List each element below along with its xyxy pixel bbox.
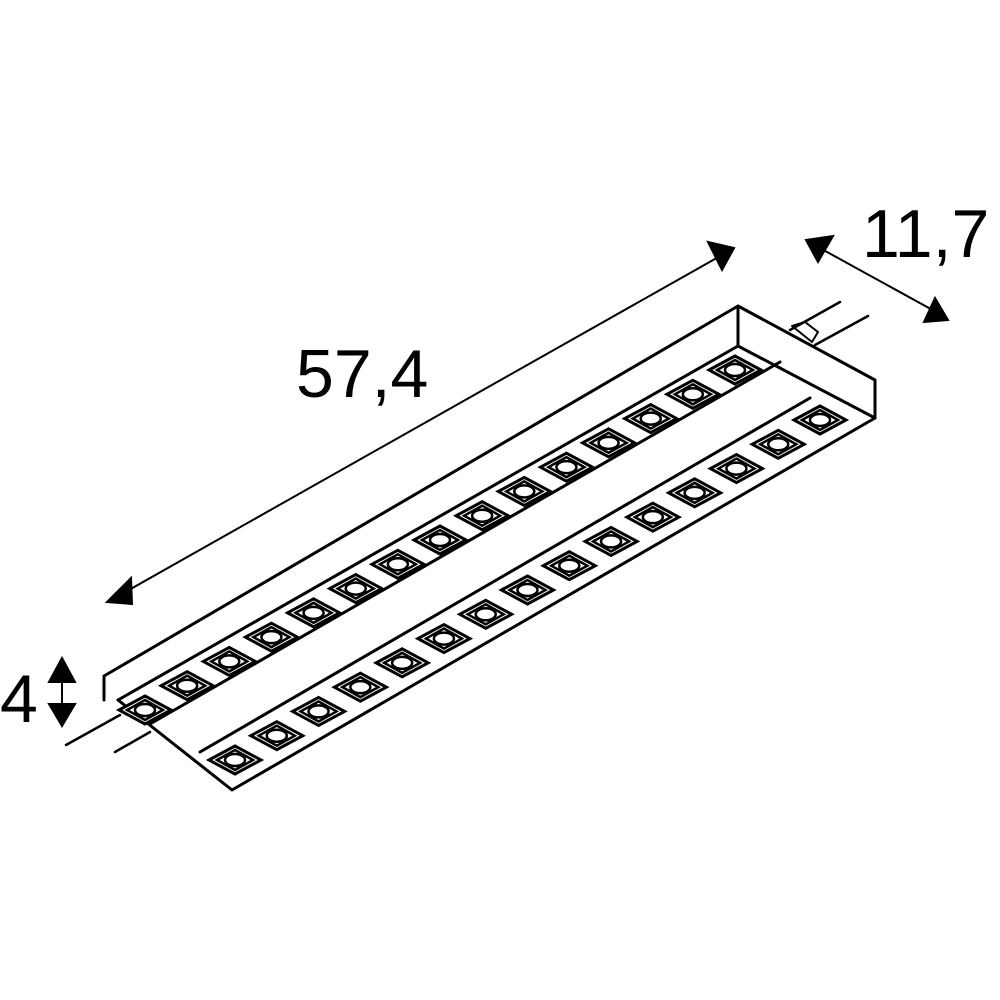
led-module (247, 720, 306, 752)
led-module (705, 354, 765, 386)
led-module (623, 501, 683, 533)
led-module (326, 572, 385, 605)
led-module (665, 477, 724, 509)
led-module (289, 695, 348, 728)
led-module (495, 475, 554, 508)
led-module (621, 402, 680, 435)
length-arrow-end-icon (706, 240, 736, 273)
cable-right (788, 300, 870, 347)
length-dimension-line (119, 254, 723, 596)
led-module (498, 574, 557, 606)
width-arrow-end-icon (922, 295, 950, 324)
led-module (749, 428, 808, 460)
led-module (790, 404, 850, 436)
length-label: 57,4 (296, 336, 429, 412)
width-arrow-start-icon (804, 234, 835, 265)
row-separator (148, 360, 812, 754)
housing-outline (102, 304, 877, 702)
connector (791, 321, 819, 343)
width-dimension-line (817, 246, 939, 314)
led-module (456, 598, 515, 630)
led-module (205, 744, 265, 776)
led-module (414, 622, 474, 655)
housing-inner-edge (116, 344, 877, 702)
led-module (115, 694, 175, 726)
cable-left (64, 713, 152, 754)
led-module (581, 525, 641, 558)
led-module (707, 452, 766, 485)
height-label: 4 (0, 661, 38, 737)
height-arrow-up-icon (47, 655, 77, 683)
led-module (242, 621, 301, 653)
length-arrow-start-icon (104, 575, 134, 606)
led-module (579, 427, 638, 459)
led-module (410, 524, 470, 556)
led-module (157, 670, 217, 702)
housing-bottom-edge (116, 416, 877, 792)
led-module (537, 451, 596, 483)
led-module (200, 645, 259, 678)
led-array (115, 354, 850, 776)
led-module (540, 550, 599, 582)
led-module (452, 500, 512, 532)
led-module (663, 378, 723, 410)
led-module (331, 671, 390, 703)
led-module (372, 647, 432, 679)
height-arrow-down-icon (47, 703, 77, 728)
width-label: 11,7 (862, 196, 990, 272)
led-module (284, 597, 343, 629)
led-module (368, 548, 428, 580)
